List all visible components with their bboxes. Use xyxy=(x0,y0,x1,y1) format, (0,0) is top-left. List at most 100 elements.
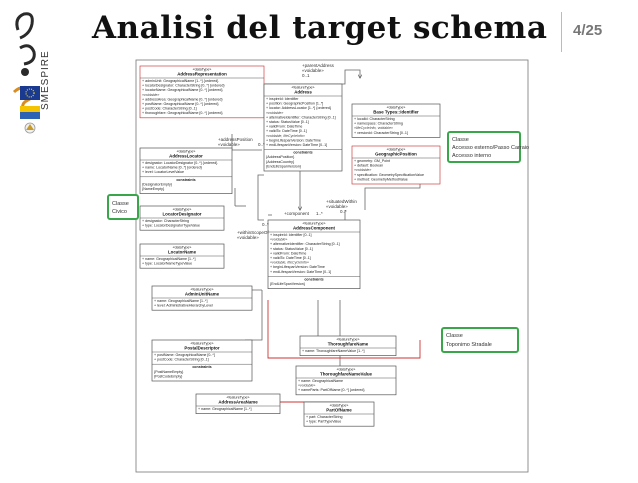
class-name: AddressLocator xyxy=(169,154,203,159)
class-attribute: «voidable» xyxy=(298,384,315,388)
class-constraint: {EndLifeSpanVersion} xyxy=(270,282,306,286)
slide-title: Analisi del target schema xyxy=(92,10,548,46)
class-attribute: + alternativeIdentifier: CharacterString… xyxy=(270,242,340,246)
class-name: PartOfName xyxy=(326,408,352,413)
class-address-representation: «dataType»AddressRepresentation+ adminUn… xyxy=(139,65,265,119)
class-attribute: + inspireId: Identifier [0..1] xyxy=(270,233,311,237)
class-name: Base Types::Identifier xyxy=(373,110,419,115)
class-admin-unit-name: «featureType»AdminUnitName+ name: Geogra… xyxy=(151,285,253,311)
class-attribute: + endLifespanVersion: DateTime [0..1] xyxy=(266,143,327,147)
class-attribute: + status: StatusValue [0..1] xyxy=(270,247,313,251)
class-stereotype: «dataType» xyxy=(173,208,192,212)
class-constraint: {DesignatorEmpty} xyxy=(142,182,173,186)
assoc-address-position-3: 0..* xyxy=(258,142,265,147)
class-attribute: + position: GeographicPosition [1..*] xyxy=(266,102,323,106)
class-attribute: + method: GeometryMethodValue xyxy=(354,177,408,181)
class-attribute: + locator: AddressLocator [1..*] {ordere… xyxy=(266,106,332,110)
class-name: GeographicPosition xyxy=(375,152,417,157)
assoc-parent-address-3: 0..1 xyxy=(302,73,310,78)
callout-accesso-line1: Classe xyxy=(452,137,469,143)
class-constraint: {AddressCountry} xyxy=(266,160,295,164)
assoc-mult-0n: 0..* xyxy=(262,222,269,227)
class-attribute: + addressArea: GeographicalName [0..*] {… xyxy=(142,97,223,101)
class-attribute: «voidable, lifeCycleInfo» xyxy=(270,261,309,265)
class-stereotype: «featureType» xyxy=(227,396,250,400)
assoc-parent-address-1: +parentAddress xyxy=(302,63,335,68)
assoc-address-position-2: «voidable» xyxy=(218,142,240,147)
class-name: PostalDescriptor xyxy=(184,346,219,351)
class-attribute: + locatorDesignator: CharacterString [0.… xyxy=(142,84,225,88)
class-stereotype: «dataType» xyxy=(387,106,406,110)
class-stereotype: «dataType» xyxy=(177,150,196,154)
class-address: «featureType»Address+ inspireId: Identif… xyxy=(263,83,343,172)
title-separator xyxy=(561,12,562,52)
class-attribute: «voidable, lifeCycleInfo» xyxy=(266,134,305,138)
assoc-within-scope-1: +withinScopeOf xyxy=(237,230,269,235)
callout-civico: Classe Civico xyxy=(107,194,139,220)
class-locator-designator: «dataType»LocatorDesignator+ designator:… xyxy=(139,205,225,231)
class-stereotype: «featureType» xyxy=(292,86,315,90)
class-attribute: + part: CharacterString xyxy=(306,415,342,419)
class-base-identifier: «dataType»Base Types::Identifier+ localI… xyxy=(351,103,441,138)
class-attribute: «voidable» xyxy=(142,93,159,97)
class-stereotype: «dataType» xyxy=(173,246,192,250)
constraints-title: constraints xyxy=(304,277,323,281)
class-attribute: + name: LocatorName [0..*] {ordered} xyxy=(142,166,203,170)
class-stereotype: «featureType» xyxy=(191,288,214,292)
class-attribute: + inspireId: Identifier xyxy=(266,97,299,101)
assoc-component-1: +component xyxy=(284,211,310,216)
class-name: AdminUnitName xyxy=(185,292,220,297)
class-attribute: + postCode: CharacterString [0..1] xyxy=(142,107,197,111)
class-attribute: + level: AdministrativeHierarchyLevel xyxy=(154,304,213,308)
class-name: LocatorName xyxy=(168,250,197,255)
class-attribute: + name: GeographicalName [1..*] xyxy=(198,407,251,411)
class-attribute: + postName: GeographicalName [0..*] xyxy=(154,353,215,357)
association-labels: +parentAddress «voidable» 0..1 +addressP… xyxy=(218,63,357,240)
class-constraint: {AddressPosition} xyxy=(266,155,295,159)
callout-toponimo-line1: Classe xyxy=(446,333,463,339)
class-attribute: + specification: GeometrySpecificationVa… xyxy=(354,173,424,177)
sidebar: SMESPIRE xyxy=(0,0,62,478)
class-attribute: «lifeCycleInfo, voidable» xyxy=(354,126,393,130)
class-address-component: «featureType»AddressComponent+ inspireId… xyxy=(267,219,361,289)
class-stereotype: «dataType» xyxy=(337,368,356,372)
class-constraint: {NameEmpty} xyxy=(142,187,165,191)
assoc-situated-within-2: «voidable» xyxy=(326,204,348,209)
callout-accesso-line3: Accesso interno xyxy=(452,153,491,159)
class-attribute: + postCode: CharacterString [0..1] xyxy=(154,358,209,362)
class-geographic-position: «dataType»GeographicPosition+ geometry: … xyxy=(351,145,441,185)
class-attribute: + name: ThoroughfareNameValue [1..*] xyxy=(302,349,365,353)
assoc-situated-within-3: 0..* xyxy=(340,209,347,214)
class-thoroughfare-name-value: «dataType»ThoroughfareNameValue+ name: G… xyxy=(295,365,397,396)
class-attribute: + type: LocatorNameTypeValue xyxy=(142,262,192,266)
program-emblem-icon xyxy=(20,106,40,119)
class-postal-descriptor: «featureType»PostalDescriptor + postName:… xyxy=(151,339,253,382)
assoc-within-scope-2: «voidable» xyxy=(237,235,259,240)
class-attribute: + versionId: CharacterString [0..1] xyxy=(354,131,408,135)
constraints-title: constraints xyxy=(293,151,312,155)
callout-civico-line1: Classe xyxy=(112,201,129,207)
class-name: LocatorDesignator xyxy=(162,212,201,217)
class-attribute: + thoroughfare: GeographicalName [0..*] … xyxy=(142,111,223,115)
class-attribute: + validFrom: DateTime xyxy=(270,251,306,255)
class-thoroughfare-name: «featureType»ThoroughfareName+ name: Tho… xyxy=(299,335,397,356)
class-attribute: + adminUnit: GeographicalName [1..*] {or… xyxy=(142,79,219,83)
logo-text: SMESPIRE xyxy=(40,50,51,110)
class-stereotype: «featureType» xyxy=(191,342,214,346)
class-stereotype: «dataType» xyxy=(193,68,212,72)
class-attribute: + validFrom: DateTime xyxy=(266,125,302,129)
class-attribute: + geometry: GM_Point xyxy=(354,159,390,163)
class-attribute: + name: GeographicalName [1..*] xyxy=(142,257,195,261)
class-part-of-name: «dataType»PartOfName + part: CharacterStr… xyxy=(303,401,375,427)
callout-toponimo-line2: Toponimo Stradale xyxy=(446,342,492,348)
callout-accesso-line2: Accesso esterno/Passo Carraio xyxy=(452,145,529,151)
callout-toponimo: Classe Toponimo Stradale xyxy=(441,327,519,353)
class-address-area-name: «featureType»AddressAreaName+ name: Geog… xyxy=(195,393,281,414)
sidebar-graphics: SMESPIRE xyxy=(12,12,51,134)
class-attribute: «voidable» xyxy=(266,111,283,115)
class-stereotype: «dataType» xyxy=(330,404,349,408)
class-attribute: «voidable» xyxy=(270,238,287,242)
class-locator-name: «dataType»LocatorName + name: Geographica… xyxy=(139,243,225,269)
class-attribute: + level: LocatorLevelValue xyxy=(142,170,184,174)
assoc-parent-address-2: «voidable» xyxy=(302,68,324,73)
